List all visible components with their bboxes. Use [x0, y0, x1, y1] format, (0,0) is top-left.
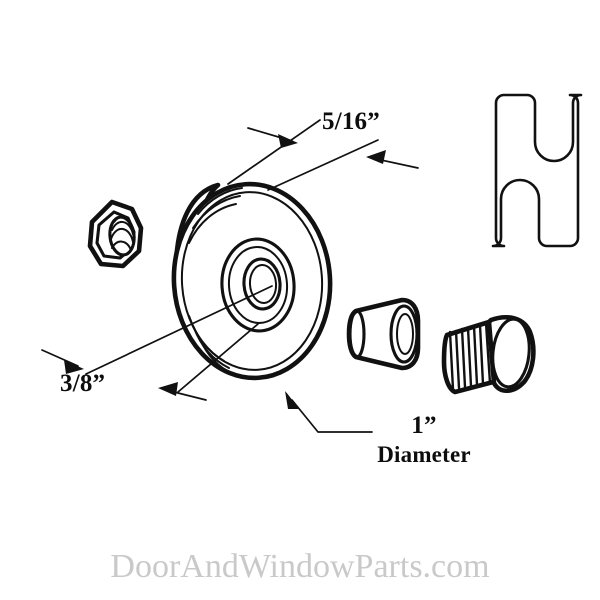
dimension-label-3-8: 3/8” — [60, 370, 106, 397]
wheel-hub-ring — [227, 246, 289, 324]
dim-5-16-ext-right — [267, 139, 379, 191]
dim-diameter-arrowhead-fill — [285, 391, 299, 409]
dimension-3-8-leaders — [41, 285, 273, 401]
wheel-groove-arc-1 — [197, 187, 243, 215]
h-bracket-outline — [491, 93, 583, 248]
dimension-diameter-leader — [285, 391, 373, 433]
bolt-part — [441, 315, 536, 395]
wheel-bore-inner — [248, 264, 278, 304]
hex-nut-thread-4 — [111, 240, 132, 251]
wheel-groove-arc-6 — [199, 338, 234, 375]
hex-nut-thread-3 — [110, 227, 134, 243]
roller-wheel-part — [171, 181, 333, 381]
h-bracket-part — [491, 93, 583, 248]
spacer-sleeve-left-end — [348, 309, 366, 359]
bolt-thread-1 — [448, 330, 455, 391]
wheel-groove-arc-2 — [192, 195, 241, 229]
spacer-sleeve-part — [346, 297, 421, 371]
bolt-thread-5 — [472, 324, 479, 387]
dim-5-16-arrowhead-right — [366, 150, 386, 164]
dim-diameter-arrowhead — [286, 392, 300, 410]
dim-diameter-leader-line — [291, 399, 373, 433]
hex-nut-part — [87, 199, 144, 269]
dim-5-16-arrowhead-left — [278, 134, 298, 148]
bolt-thread-2 — [454, 329, 461, 390]
wheel-groove-arc-3 — [188, 203, 237, 244]
bolt-thread-6 — [478, 323, 485, 386]
dimension-label-diameter: 1” Diameter — [364, 412, 484, 470]
bolt-thread-7 — [484, 321, 492, 385]
dimension-label-5-16: 5/16” — [322, 108, 380, 135]
dim-3-8-arrow-shaft-left — [41, 349, 79, 367]
wheel-groove-arc-4 — [188, 315, 225, 362]
dim-3-8-arrowhead-right — [158, 382, 178, 396]
spacer-sleeve-bore — [396, 313, 414, 355]
dim-5-16-ext-left — [227, 119, 321, 185]
dimension-label-diameter-value: 1” — [411, 412, 437, 439]
hex-nut-thread-2 — [111, 220, 134, 235]
site-watermark: DoorAndWindowParts.com — [110, 548, 490, 585]
dimension-5-16-leaders — [227, 119, 419, 191]
dim-3-8-arrowhead-left — [64, 360, 84, 374]
bolt-thread-4 — [466, 326, 473, 388]
bolt-thread-3 — [460, 327, 467, 389]
hex-nut-thread-1 — [113, 216, 133, 227]
dim-3-8-ext-left — [85, 285, 273, 375]
dim-3-8-ext-right — [177, 323, 259, 393]
dimension-label-diameter-word: Diameter — [377, 442, 471, 467]
wheel-groove-ring-1 — [180, 191, 324, 371]
bolt-head-face — [491, 317, 531, 389]
